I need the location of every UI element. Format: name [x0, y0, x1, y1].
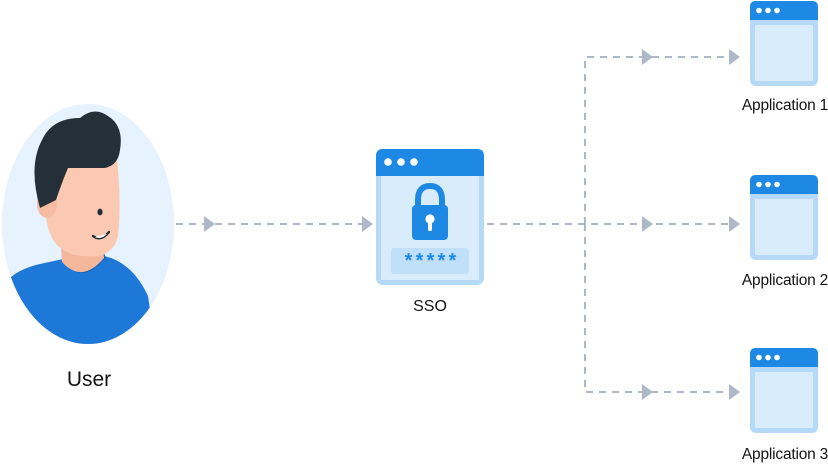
sso-window: *****: [376, 149, 484, 285]
password-mask: *****: [402, 252, 457, 275]
arrow-app1-end: [729, 49, 740, 65]
application-2-window: [750, 175, 818, 260]
connector-branch-app3: [584, 224, 736, 393]
arrow-user-end: [362, 216, 373, 232]
arrow-app1-mid: [642, 49, 653, 65]
application-3-window: [750, 348, 818, 433]
arrow-app2-end: [729, 216, 740, 232]
application-1-label: Application 1: [741, 97, 828, 114]
sso-label: SSO: [413, 298, 447, 315]
arrow-app3-end: [729, 384, 740, 400]
connector-branch-app1: [584, 56, 736, 224]
arrow-app2-mid: [642, 216, 653, 232]
lock-icon: [412, 182, 448, 240]
user-avatar-icon: [2, 104, 174, 344]
application-1-window: [750, 1, 818, 86]
arrowheads: [204, 49, 740, 400]
application-3-label: Application 3: [741, 446, 828, 463]
application-2-label: Application 2: [741, 272, 828, 289]
arrow-app3-mid: [642, 384, 653, 400]
user-label: User: [66, 368, 112, 391]
arrow-user-mid: [204, 216, 215, 232]
